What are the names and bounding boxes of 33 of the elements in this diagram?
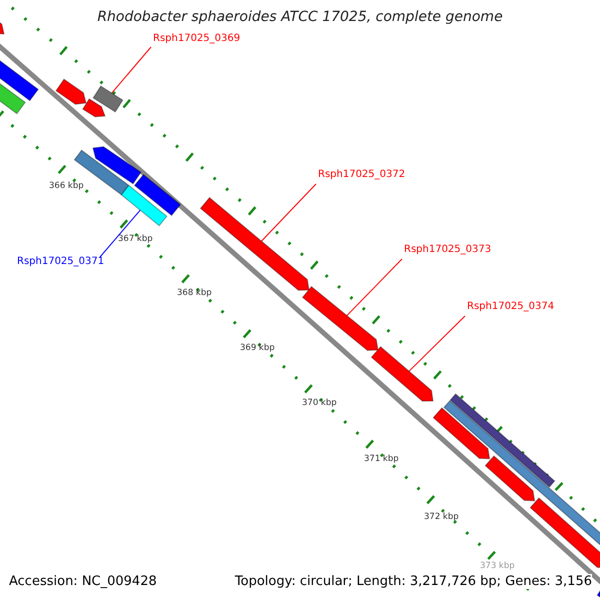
- gene-feature: [450, 393, 556, 488]
- scale-label: 369 kbp: [240, 343, 275, 353]
- gene-feature: [82, 98, 106, 118]
- gene-feature: [92, 85, 124, 113]
- gene-feature: [302, 286, 379, 351]
- gene-feature: [92, 146, 142, 184]
- gene-label: Rsph17025_0372: [318, 169, 406, 180]
- scale-label: 366 kbp: [49, 181, 84, 191]
- leader-line: [408, 316, 466, 372]
- gene-feature: [432, 407, 490, 460]
- accession-text: Accession: NC_009428: [9, 574, 157, 589]
- gene-feature: [55, 78, 87, 105]
- gene-label: Rsph17025_0374: [467, 301, 554, 312]
- gene-feature: [530, 497, 600, 568]
- scale-label: 370 kbp: [302, 398, 337, 408]
- scale-label: 368 kbp: [177, 288, 212, 298]
- leader-line: [100, 210, 141, 258]
- scale-label: 372 kbp: [424, 512, 459, 522]
- gene-feature: [134, 174, 182, 216]
- gene-feature: [120, 184, 168, 226]
- scale-label: 367 kbp: [118, 234, 153, 244]
- genome-summary-text: Topology: circular; Length: 3,217,726 bp; Genes: 3,156: [234, 574, 592, 589]
- leader-line: [346, 258, 402, 316]
- title: Rhodobacter sphaeroides ATCC 17025, complete genome: [96, 9, 504, 25]
- leader-line: [111, 46, 152, 94]
- scale-label: 371 kbp: [364, 454, 399, 464]
- gene-label: Rsph17025_0373: [404, 244, 492, 255]
- gene-feature: [370, 346, 434, 402]
- gene-label: Rsph17025_0369: [153, 33, 240, 44]
- scale-label: 373 kbp: [480, 561, 515, 571]
- gene-label: Rsph17025_0371: [17, 256, 104, 267]
- gene-feature: [484, 455, 536, 502]
- leader-line: [261, 184, 316, 242]
